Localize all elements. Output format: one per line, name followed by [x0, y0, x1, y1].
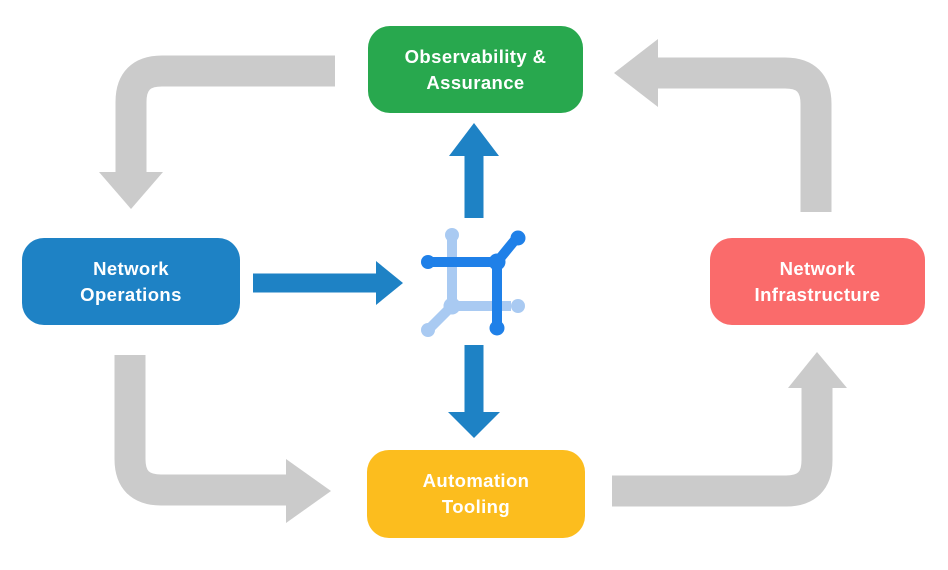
arrow-head-up-icon [788, 352, 847, 388]
arrow-head-left-icon [614, 39, 658, 107]
node-box-network-infrastructure [710, 238, 925, 325]
icon-corner-bottom-left [443, 297, 461, 315]
arrow-operations-to-automation [114, 355, 331, 523]
node-box-automation-tooling [367, 450, 585, 538]
icon-node-top-right [510, 230, 526, 246]
arrow-icon-to-automation [448, 345, 500, 438]
arrow-infrastructure-to-observability [614, 39, 832, 212]
arrow-operations-to-icon [253, 261, 403, 305]
arrow-head-up-icon [449, 123, 499, 156]
arrow-observability-to-operations [99, 55, 335, 209]
icon-node-left [421, 255, 435, 269]
network-node-icon [421, 228, 526, 337]
node-box-network-operations [22, 238, 240, 325]
arrow-head-right-icon [376, 261, 403, 305]
icon-corner-top-right [488, 253, 506, 271]
icon-node-bottom-left [421, 323, 435, 337]
arrow-head-down-icon [448, 412, 500, 438]
icon-node-right [511, 299, 525, 313]
arrow-shaft [657, 57, 832, 212]
arrow-head-right-icon [286, 459, 331, 523]
icon-node-top [445, 228, 459, 242]
arrow-head-down-icon [99, 172, 163, 209]
arrow-shaft [114, 355, 287, 506]
arrow-shaft [115, 55, 335, 173]
arrow-automation-to-infrastructure [612, 352, 847, 507]
arrow-shaft [612, 387, 833, 507]
arrow-icon-to-observability [449, 123, 499, 218]
node-box-observability-assurance [368, 26, 583, 113]
icon-node-bottom [489, 320, 505, 336]
